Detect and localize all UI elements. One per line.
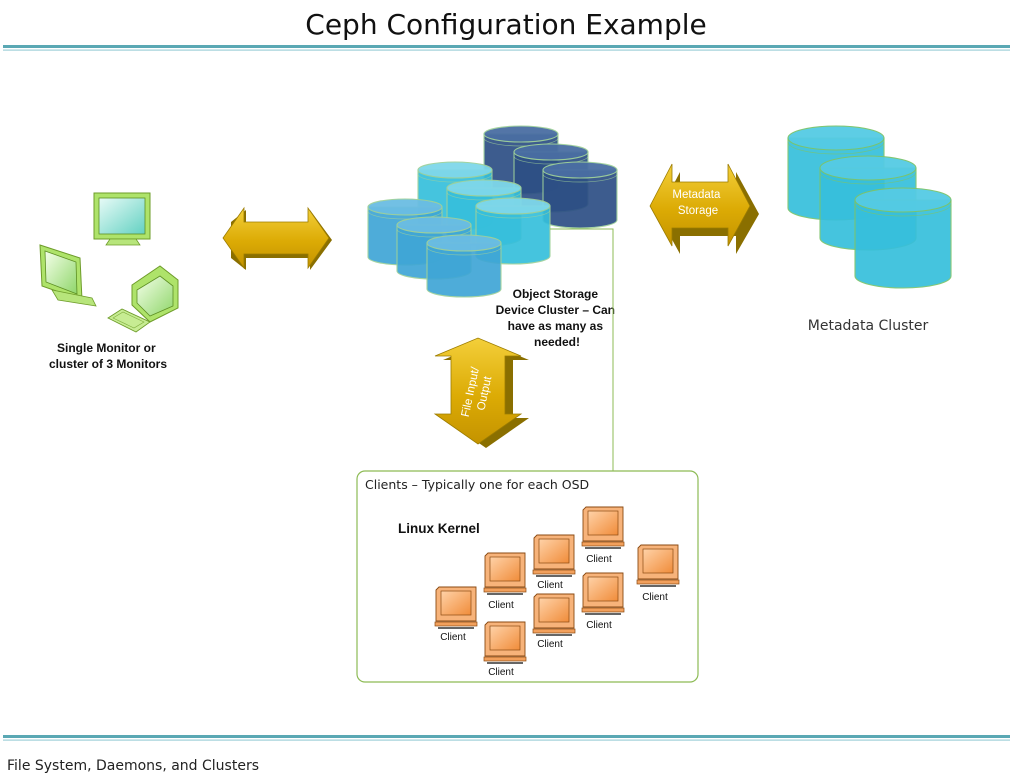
client-label: Client <box>440 632 466 643</box>
client-label: Client <box>586 554 612 565</box>
clients-layer: ClientClientClientClientClientClientClie… <box>434 506 680 678</box>
client-computer: Client <box>636 544 680 603</box>
computer-icon <box>483 621 527 664</box>
bottom-rule <box>3 735 1010 741</box>
monitors-group: Single Monitor or cluster of 3 Monitors <box>39 192 179 371</box>
top-rule <box>3 45 1010 51</box>
keyboard-icon <box>107 308 151 333</box>
client-label: Client <box>488 600 514 611</box>
computer-icon <box>532 593 576 636</box>
computer-icon <box>532 534 576 577</box>
linux-kernel-label: Linux Kernel <box>398 521 480 536</box>
computer-icon <box>636 544 680 587</box>
client-computer: Client <box>434 586 478 643</box>
computer-icon <box>581 506 625 549</box>
metadata-cylinder-icon <box>854 187 952 289</box>
monitor-osd-double-arrow <box>222 206 332 270</box>
computer-icon <box>581 572 625 615</box>
osd-cluster-label: Object Storage Device Cluster – Can have… <box>496 287 619 349</box>
computer-icon <box>434 586 478 629</box>
metadata-cluster-label: Metadata Cluster <box>808 318 929 334</box>
file-io-double-arrow: File Input/ Output <box>433 337 529 448</box>
clients-box: Clients – Typically one for each OSD Lin… <box>356 470 699 683</box>
metadata-storage-double-arrow: Metadata Storage <box>649 163 759 254</box>
osd-cylinder-cluster <box>367 125 618 298</box>
metadata-cylinder-cluster <box>787 125 952 289</box>
page-footer: File System, Daemons, and Clusters <box>7 758 259 774</box>
workstation-icon <box>131 265 179 323</box>
workstation-icon <box>39 244 97 307</box>
client-label: Client <box>537 580 563 591</box>
osd-cylinder-icon <box>542 161 618 229</box>
client-label: Client <box>642 592 668 603</box>
client-computer: Client <box>532 534 576 591</box>
client-label: Client <box>488 667 514 678</box>
monitor-icon <box>93 192 151 246</box>
client-label: Client <box>537 639 563 650</box>
osd-cylinder-icon <box>426 234 502 298</box>
monitors-label: Single Monitor or cluster of 3 Monitors <box>49 341 167 371</box>
page-title: Ceph Configuration Example <box>305 8 706 41</box>
client-computer: Client <box>532 593 576 650</box>
metadata-storage-label: Metadata Storage <box>672 189 723 217</box>
client-computer: Client <box>581 506 625 565</box>
client-computer: Client <box>483 552 527 611</box>
osd-clients-connector <box>550 228 614 472</box>
client-computer: Client <box>581 572 625 631</box>
client-label: Client <box>586 620 612 631</box>
client-computer: Client <box>483 621 527 678</box>
computer-icon <box>483 552 527 595</box>
clients-box-title: Clients – Typically one for each OSD <box>365 477 589 492</box>
